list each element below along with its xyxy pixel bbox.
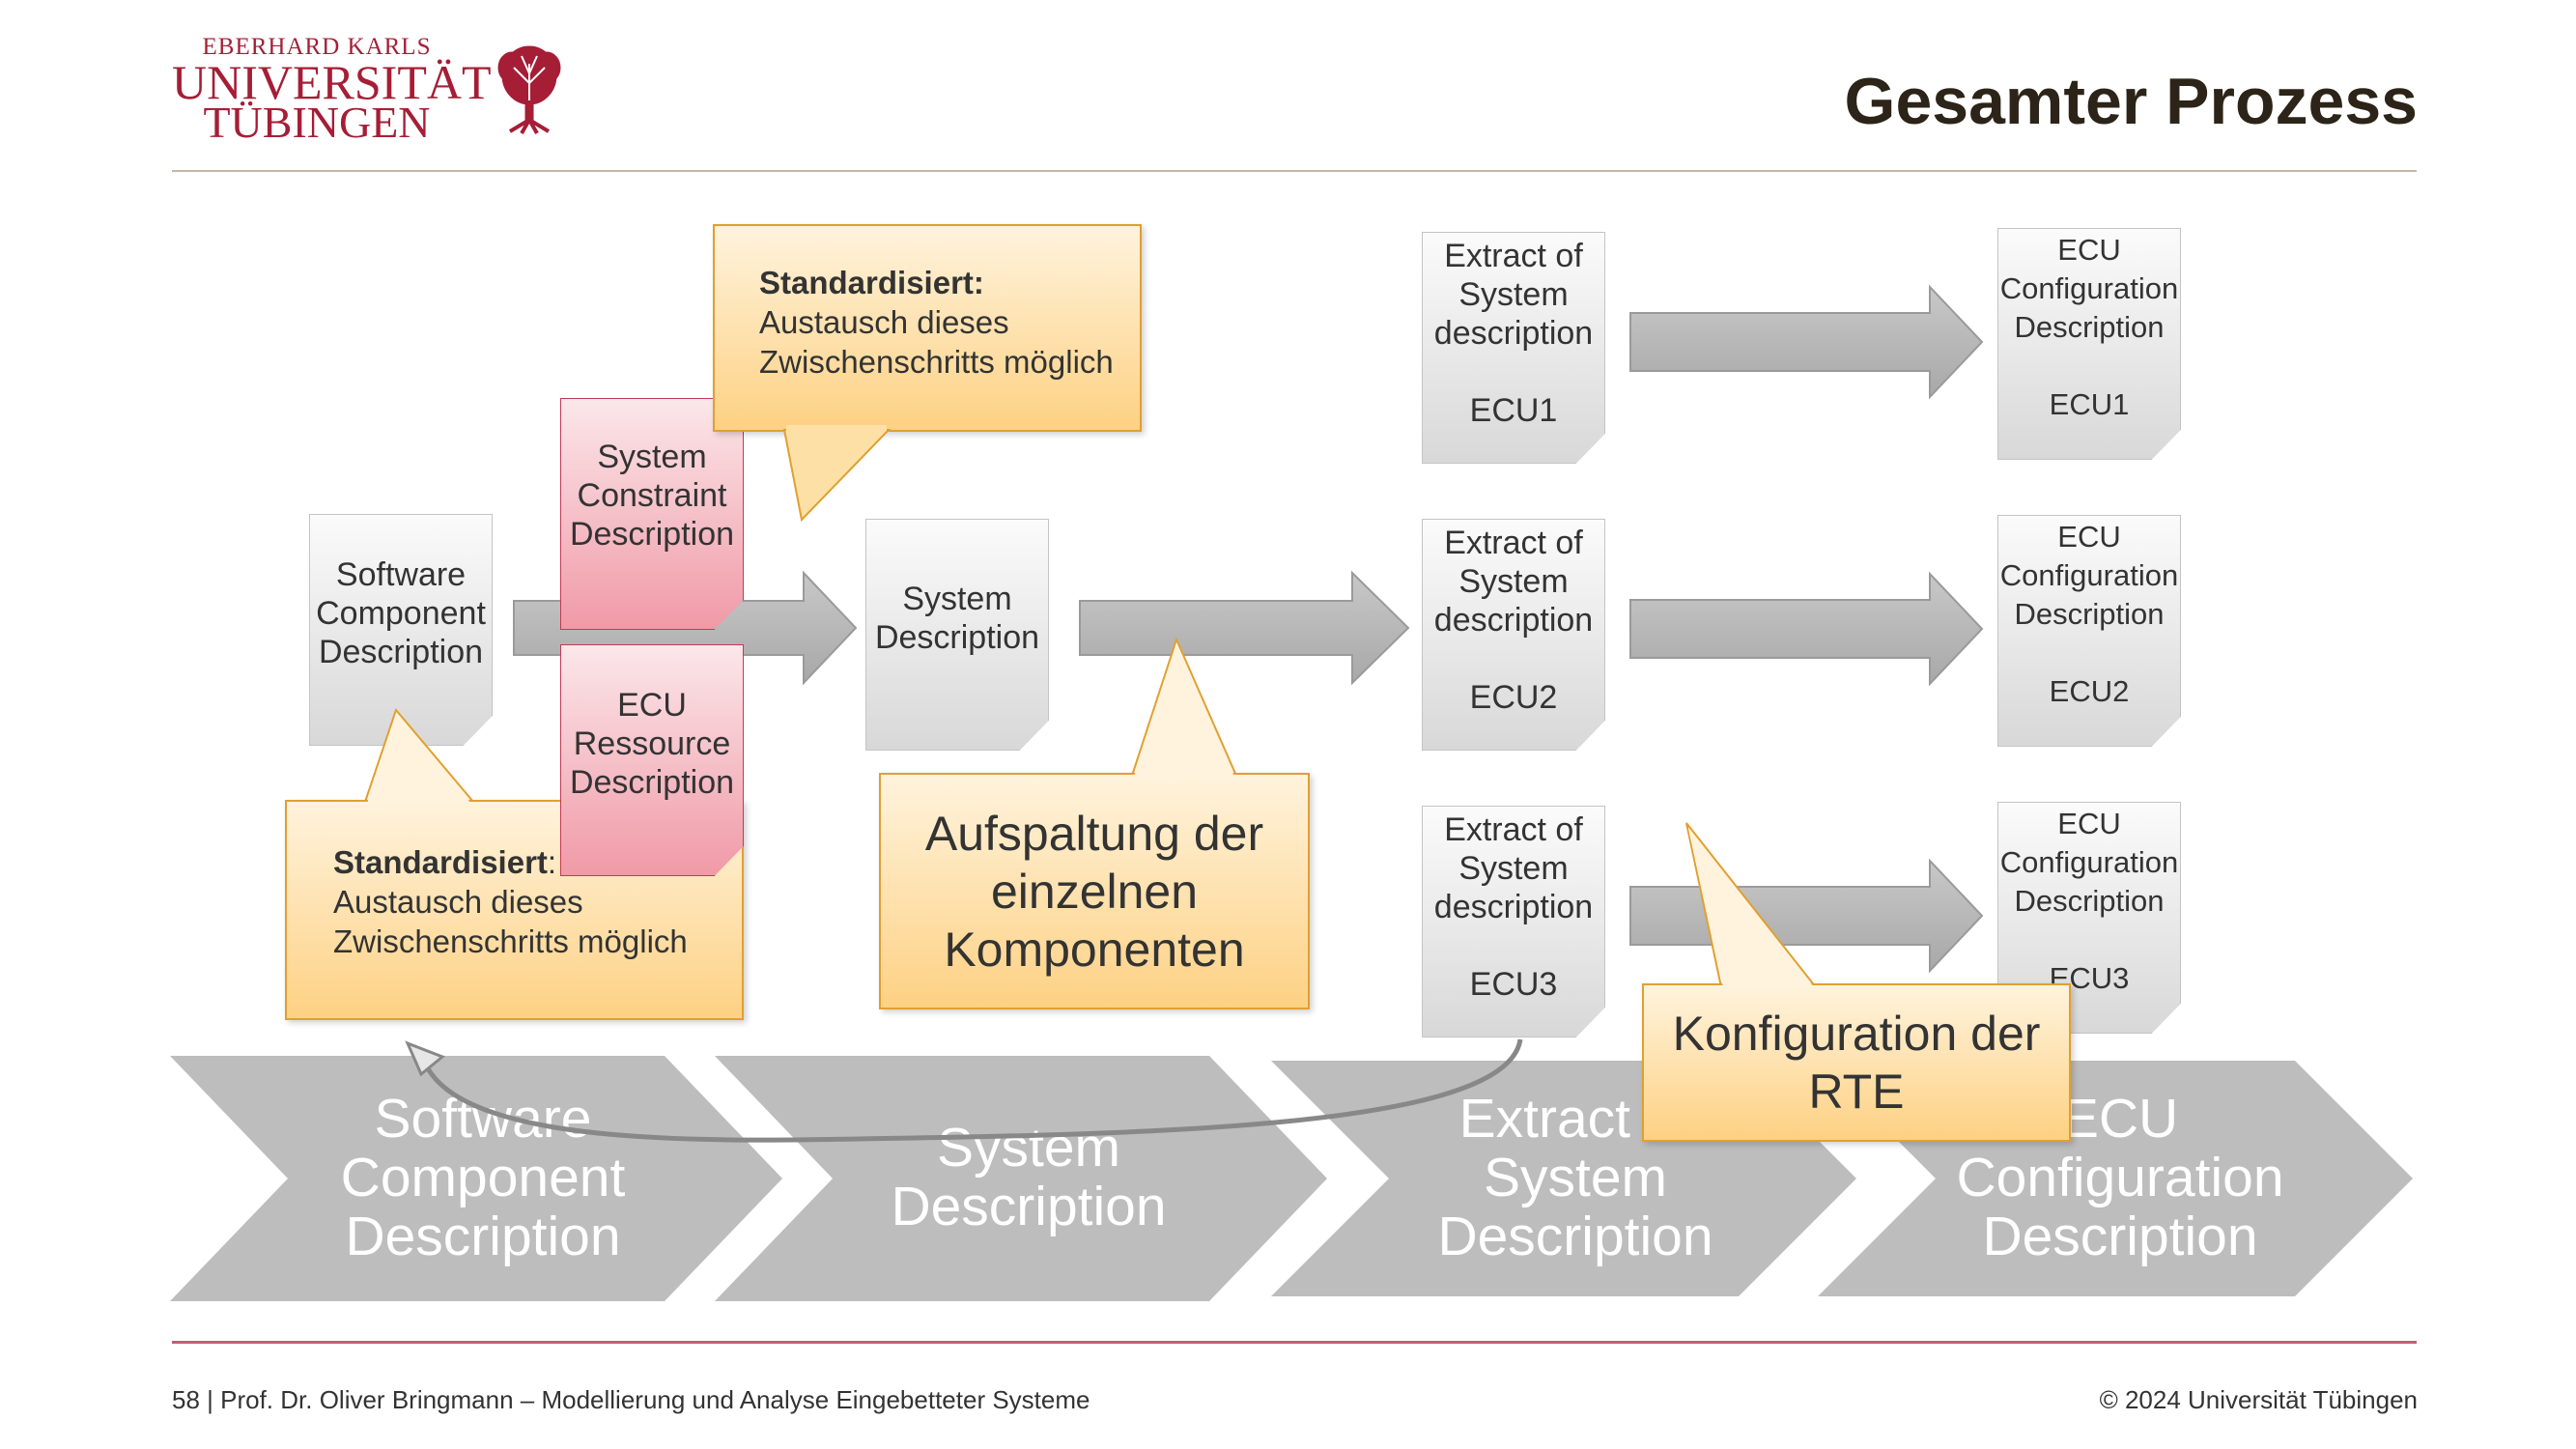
doc-system-constraint-label: System Constraint Description — [569, 439, 735, 553]
doc-ecu-ressource-label: ECU Ressource Description — [569, 687, 735, 801]
footer-citation: 58 | Prof. Dr. Oliver Bringmann – Modell… — [172, 1385, 1090, 1414]
doc-extract-ecu3: Extract of System description ECU3 — [1422, 806, 1605, 1037]
callout-rte-text: Konfiguration der RTE — [1672, 1007, 2041, 1119]
doc-extract-ecu2-label: Extract of System description ECU2 — [1433, 525, 1594, 716]
callout-top-text: Austausch dieses Zwischenschritts möglic… — [759, 304, 1114, 380]
doc-ecu-config-ecu2-label: ECU Configuration Description ECU2 — [1999, 520, 2179, 708]
footer-divider — [172, 1341, 2417, 1344]
header-divider — [172, 170, 2417, 172]
doc-extract-ecu2: Extract of System description ECU2 — [1422, 519, 1605, 751]
doc-extract-ecu1: Extract of System description ECU1 — [1422, 232, 1605, 464]
callout-left-colon: : — [547, 844, 557, 880]
page-title: Gesamter Prozess — [1844, 65, 2418, 138]
callout-left-bold: Standardisiert — [333, 844, 548, 880]
doc-ecu-ressource: ECU Ressource Description — [560, 644, 744, 876]
callout-konfiguration-rte: Konfiguration der RTE — [1642, 983, 2071, 1142]
callout-top-bold: Standardisiert: — [759, 265, 984, 300]
logo-line-3: TÜBINGEN — [203, 98, 431, 147]
process-step-2-label: System Description — [891, 1117, 1167, 1237]
doc-ecu-config-ecu2: ECU Configuration Description ECU2 — [1997, 515, 2181, 747]
doc-software-component-label: Software Component Description — [316, 556, 486, 670]
arrow-ecu3 — [1629, 858, 1984, 974]
doc-extract-ecu3-label: Extract of System description ECU3 — [1433, 811, 1594, 1003]
doc-system: System Description — [865, 519, 1049, 751]
doc-ecu-config-ecu3-label: ECU Configuration Description ECU3 — [1999, 807, 2179, 995]
doc-system-label: System Description — [874, 581, 1040, 656]
doc-software-component: Software Component Description — [309, 514, 493, 746]
arrow-ecu2 — [1629, 571, 1984, 687]
arrow-to-extract — [1079, 570, 1410, 686]
process-step-1-label: Software Component Description — [340, 1088, 626, 1267]
doc-ecu-config-ecu1-label: ECU Configuration Description ECU1 — [1999, 233, 2179, 421]
callout-aufspaltung: Aufspaltung der einzelnen Komponenten — [879, 773, 1310, 1009]
callout-left-text: Austausch dieses Zwischenschritts möglic… — [333, 884, 688, 959]
callout-aufspaltung-text: Aufspaltung der einzelnen Komponenten — [924, 806, 1264, 977]
process-step-4-label: ECU Configuration Description — [1956, 1088, 2284, 1267]
doc-ecu-config-ecu1: ECU Configuration Description ECU1 — [1997, 228, 2181, 460]
callout-standardisiert-top: Standardisiert: Austausch dieses Zwische… — [713, 224, 1142, 432]
arrow-ecu1 — [1629, 284, 1984, 400]
logo-line-2: UNIVERSITÄT — [172, 55, 492, 109]
doc-system-constraint: System Constraint Description — [560, 398, 744, 630]
doc-extract-ecu1-label: Extract of System description ECU1 — [1433, 238, 1594, 429]
logo-line-1: EBERHARD KARLS — [202, 34, 432, 60]
doc-ecu-config-ecu3: ECU Configuration Description ECU3 — [1997, 802, 2181, 1034]
footer-copyright: © 2024 Universität Tübingen — [2099, 1385, 2418, 1414]
